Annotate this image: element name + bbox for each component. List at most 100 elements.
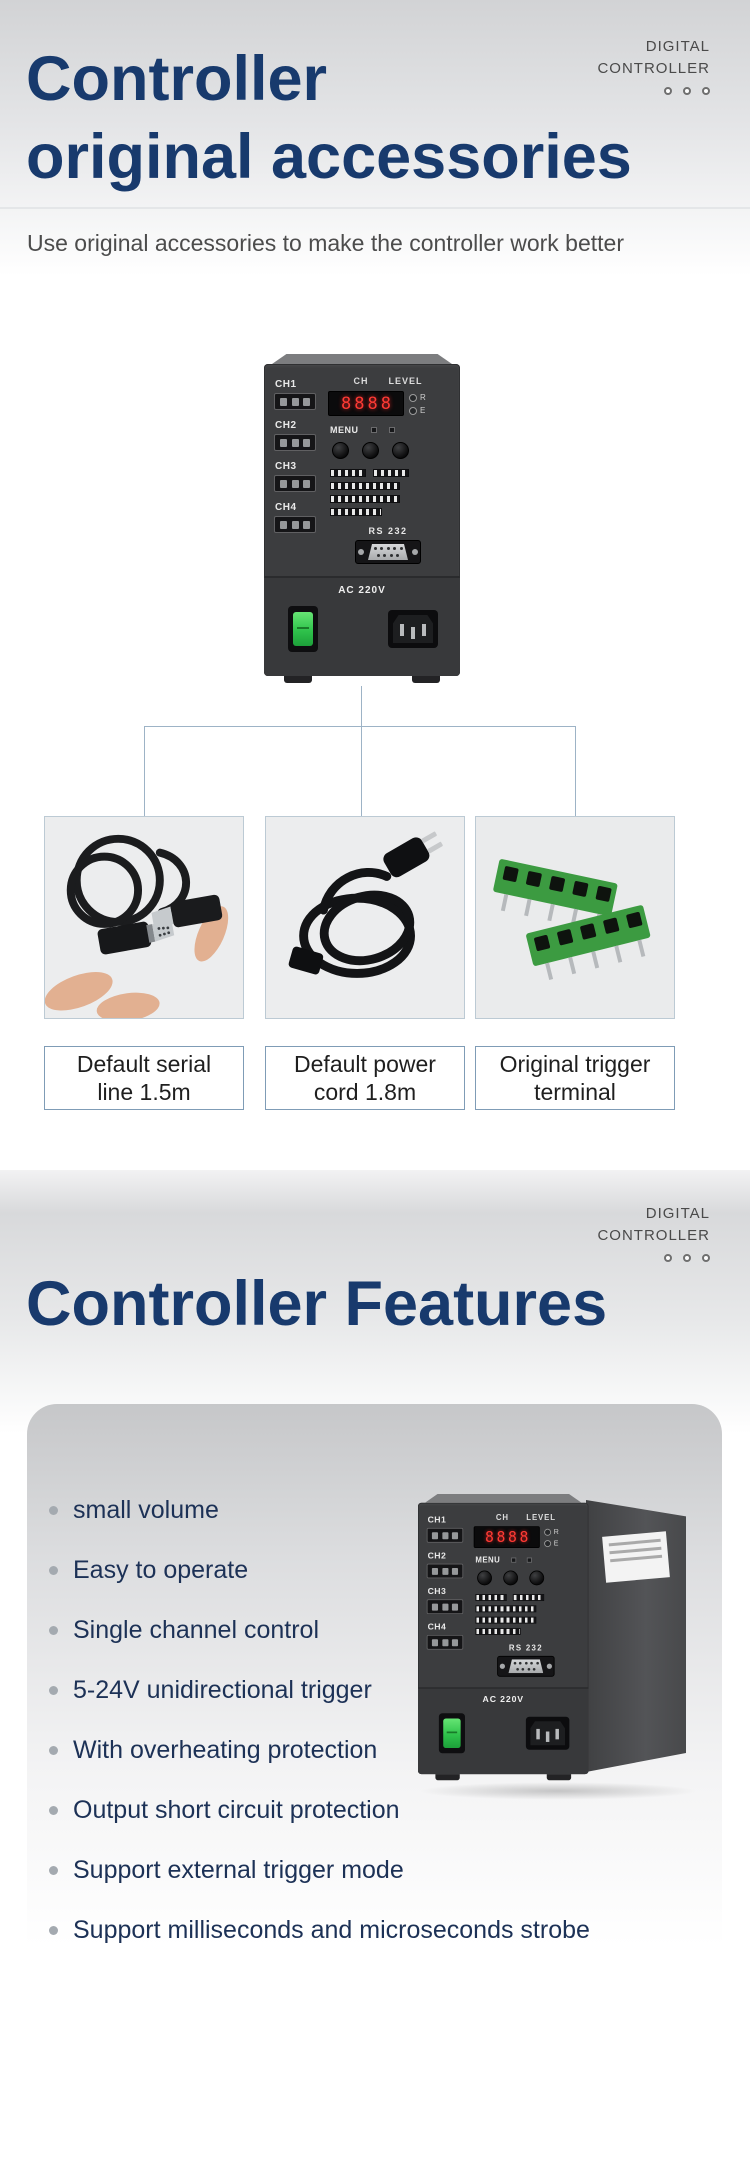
menu-dot-icon [388,427,395,433]
accessory-label-serial: Default serial line 1.5m [44,1046,244,1110]
title-divider-line [0,207,750,209]
rs232-area: RS 232 [324,526,452,564]
badge-dots [597,1254,710,1262]
bullet-icon [49,1745,58,1755]
connector-pin [279,438,287,447]
feature-text: Support external trigger mode [73,1855,404,1884]
indicator-r: R [409,393,426,402]
pin-hole-icon [389,553,393,557]
connector-pin [291,520,299,529]
menu-row: MENU [330,425,452,435]
dot-icon [702,87,710,95]
accessory-label-text: line 1.5m [97,1079,191,1105]
dip-switch-icon [475,1627,521,1635]
seven-segment-display: 8888 [328,391,404,416]
indicator-led-icon [544,1539,552,1547]
menu-label: MENU [330,425,359,435]
channel-connector [274,434,316,451]
inlet-prong-icon [545,1731,550,1742]
dot-icon [683,87,691,95]
feature-text: Support milliseconds and microseconds st… [73,1915,590,1944]
brand-badge: DIGITAL CONTROLLER [597,36,710,95]
bullet-icon [49,1625,58,1635]
bullet-icon [49,1685,58,1695]
device-foot [412,676,440,683]
feature-item: Support milliseconds and microseconds st… [49,1900,590,1960]
feature-item: Support external trigger mode [49,1840,590,1900]
feature-item: With overheating protection [49,1720,590,1780]
channel-connector [426,1563,464,1579]
ac-power-section: AC 220V [264,576,460,676]
channel-label: CH3 [427,1587,447,1597]
connector-pin [291,479,299,488]
channel-group: CH3 [426,1587,464,1615]
dip-switch-area [330,469,452,516]
dip-switch-row [330,469,452,477]
db9-pin-row [516,1667,536,1671]
db9-pin-row [376,553,400,557]
pin-hole-icon [393,547,396,551]
controller-control-area: CH LEVEL 8888 R E [324,376,452,564]
panel-button-icon [503,1570,519,1586]
db9-face [508,1659,544,1674]
ac-inlet [388,610,438,648]
inlet-prong-icon [422,624,426,636]
header-ch-label: CH [353,376,369,386]
serial-cable-photo [44,816,244,1019]
channel-connector [274,475,316,492]
brand-badge: DIGITAL CONTROLLER [597,1203,710,1262]
indicator-led-icon [544,1528,552,1536]
dip-switch-row [475,1594,581,1602]
trigger-terminal-illustration [476,817,674,1018]
connector-pin [441,1567,449,1575]
menu-label: MENU [475,1555,501,1565]
dip-switch-row [475,1616,581,1624]
power-cord-illustration [266,817,464,1018]
dot-icon [664,1254,672,1262]
controller-top-edge [424,1494,582,1503]
feature-text: With overheating protection [73,1735,378,1764]
device-foot [546,1774,572,1781]
photo-shadow [418,1782,698,1800]
connector-pin [303,479,311,488]
badge-line2: CONTROLLER [597,60,710,77]
db9-port [355,540,421,564]
ac-voltage-label: AC 220V [338,585,386,596]
panel-button-icon [392,442,409,459]
channel-group: CH4 [274,503,316,533]
dip-switch-icon [330,495,400,503]
accessory-label-power-cord: Default power cord 1.8m [265,1046,465,1110]
dip-switch-icon [512,1594,545,1602]
connector-pin [452,1531,459,1539]
feature-item: small volume [49,1480,590,1540]
accessory-label-text: terminal [534,1079,616,1105]
feature-item: Output short circuit protection [49,1780,590,1840]
controller-angle-photo: CH1 CH2 CH3 [418,1484,710,1808]
pin-hole-icon [527,1667,531,1671]
channel-connector [426,1599,464,1615]
display-header: CH LEVEL [470,1513,581,1522]
feature-item: 5-24V unidirectional trigger [49,1660,590,1720]
pin-hole-icon [521,1667,525,1671]
connector-pin [291,438,299,447]
indicator-e: E [409,406,426,415]
ac-voltage-label: AC 220V [482,1694,524,1705]
section1-gradient-background [0,0,750,300]
channel-label: CH4 [275,502,297,513]
bullet-icon [49,1865,58,1875]
connector-pin [291,397,299,406]
terminal-block [493,859,618,932]
indicator-led-icon [409,406,417,415]
channel-label: CH1 [275,379,297,390]
controller-side-panel [586,1500,686,1772]
seven-segment-display: 8888 [473,1526,540,1548]
connector-line [144,726,145,816]
indicator-e: E [544,1539,559,1547]
dip-switch-row [330,508,452,516]
serial-cable-illustration [45,817,243,1018]
badge-line1: DIGITAL [645,1205,710,1222]
screw-icon [546,1663,552,1669]
connector-pin [452,1603,459,1611]
channel-group: CH1 [426,1516,464,1543]
indicator-r-label: R [553,1527,559,1536]
